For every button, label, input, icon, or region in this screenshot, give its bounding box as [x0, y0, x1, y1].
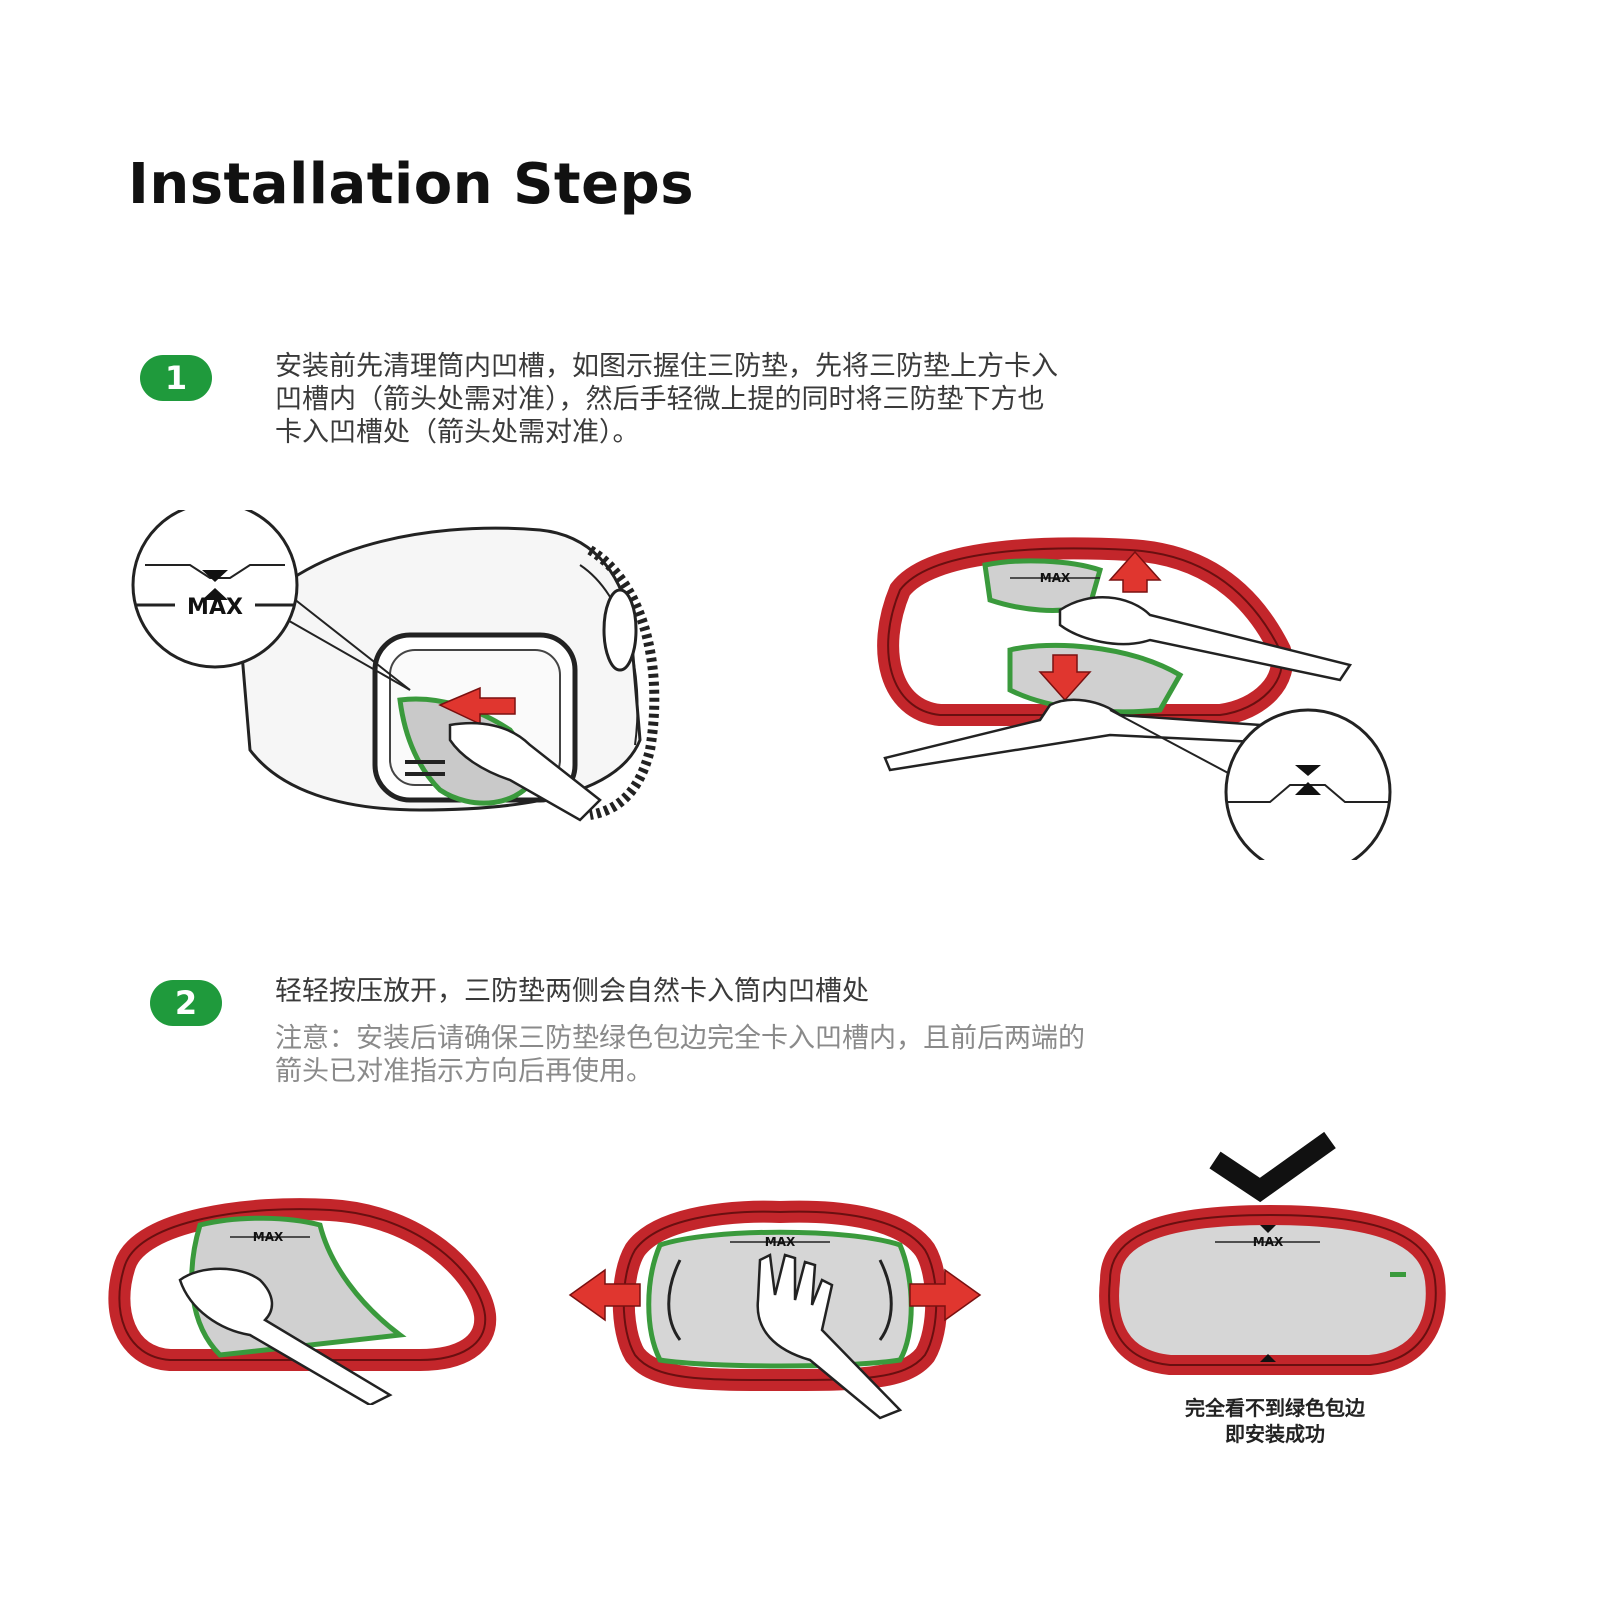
pad-align-illustration: MAX — [877, 537, 1392, 860]
machine-insert-illustration: MAX — [131, 510, 660, 822]
step-1-badge: 1 — [140, 355, 212, 401]
success-illustration: MAX — [1099, 1131, 1446, 1375]
step-1-line: 凹槽内（箭头处需对准），然后手轻微上提的同时将三防垫下方也 — [275, 384, 1045, 415]
step-2-badge: 2 — [150, 980, 222, 1026]
max-label: MAX — [1040, 571, 1071, 585]
flatten-pad-illustration: MAX — [568, 1200, 982, 1420]
step-1-line: 卡入凹槽处（箭头处需对准）。 — [275, 417, 640, 448]
step-1-instructions: 安装前先清理筒内凹槽，如图示握住三防垫，先将三防垫上方卡入 凹槽内（箭头处需对准… — [275, 350, 1058, 449]
checkmark-icon — [1209, 1131, 1336, 1203]
success-caption-line: 完全看不到绿色包边 — [1185, 1396, 1365, 1420]
page-title: Installation Steps — [128, 152, 695, 217]
max-label: MAX — [187, 595, 243, 620]
step-2-note: 箭头已对准指示方向后再使用。 — [275, 1056, 653, 1087]
step-2-line: 轻轻按压放开，三防垫两侧会自然卡入筒内凹槽处 — [275, 976, 869, 1007]
success-caption-line: 即安装成功 — [1225, 1422, 1325, 1446]
step-1-line: 安装前先清理筒内凹槽，如图示握住三防垫，先将三防垫上方卡入 — [275, 351, 1058, 382]
max-label: MAX — [253, 1230, 284, 1244]
step-2-note: 注意：安装后请确保三防垫绿色包边完全卡入凹槽内，且前后两端的 — [275, 1023, 1085, 1054]
max-label: MAX — [765, 1235, 796, 1249]
success-caption: 完全看不到绿色包边 即安装成功 — [1130, 1395, 1420, 1447]
press-pad-illustration: MAX — [108, 1198, 497, 1405]
step-2-instructions: 轻轻按压放开，三防垫两侧会自然卡入筒内凹槽处 注意：安装后请确保三防垫绿色包边完… — [275, 975, 1085, 1088]
max-label: MAX — [1253, 1235, 1284, 1249]
